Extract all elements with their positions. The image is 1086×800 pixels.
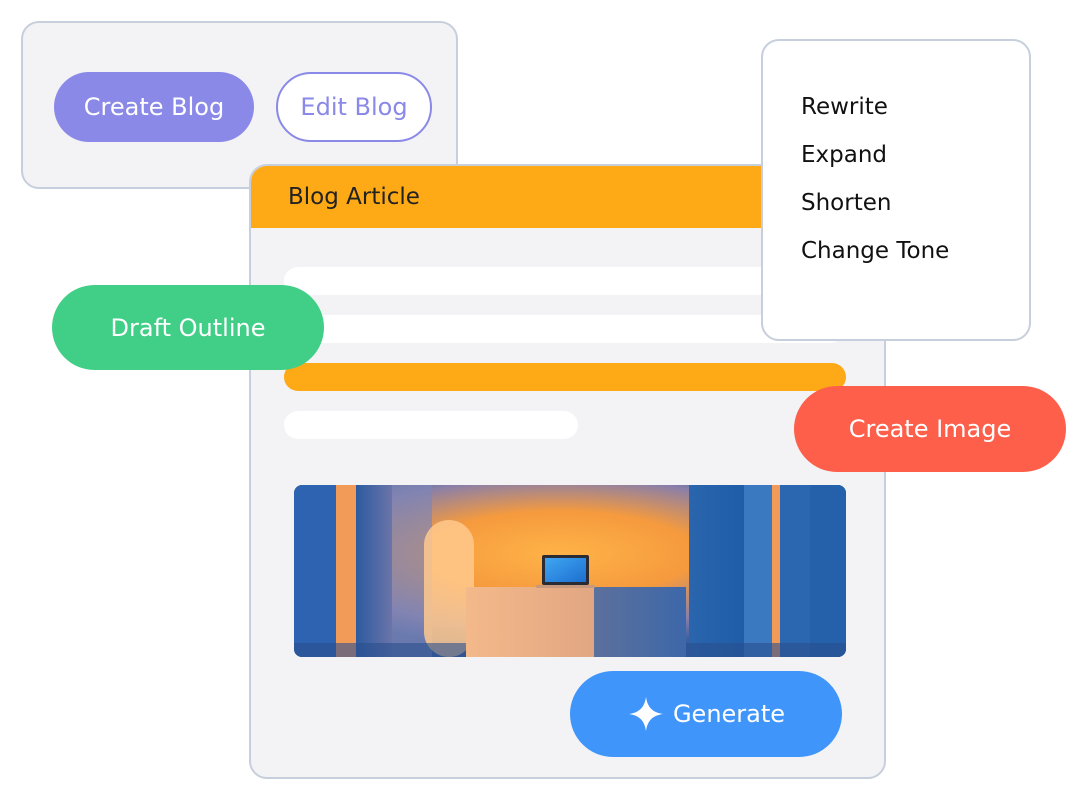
text-line-highlighted[interactable] <box>284 363 846 391</box>
blog-actions-card: Create Blog Edit Blog <box>21 21 458 189</box>
draft-outline-button[interactable]: Draft Outline <box>52 285 324 370</box>
laptop-scene-image <box>294 485 846 657</box>
text-line-placeholder <box>284 315 844 343</box>
rewrite-menu: Rewrite Expand Shorten Change Tone <box>761 39 1031 341</box>
create-blog-button[interactable]: Create Blog <box>54 72 254 142</box>
create-image-button[interactable]: Create Image <box>794 386 1066 472</box>
edit-blog-button[interactable]: Edit Blog <box>276 72 432 142</box>
text-line-placeholder <box>284 411 578 439</box>
article-title: Blog Article <box>288 184 420 210</box>
sparkle-icon <box>628 696 664 732</box>
generate-button-label: Generate <box>672 700 786 728</box>
generate-button[interactable]: Generate <box>570 671 842 757</box>
menu-item-expand[interactable]: Expand <box>801 142 888 168</box>
menu-item-rewrite[interactable]: Rewrite <box>801 94 888 120</box>
menu-item-shorten[interactable]: Shorten <box>801 190 892 216</box>
menu-item-change-tone[interactable]: Change Tone <box>801 238 950 264</box>
article-image <box>294 485 846 657</box>
text-line-placeholder <box>284 267 844 295</box>
